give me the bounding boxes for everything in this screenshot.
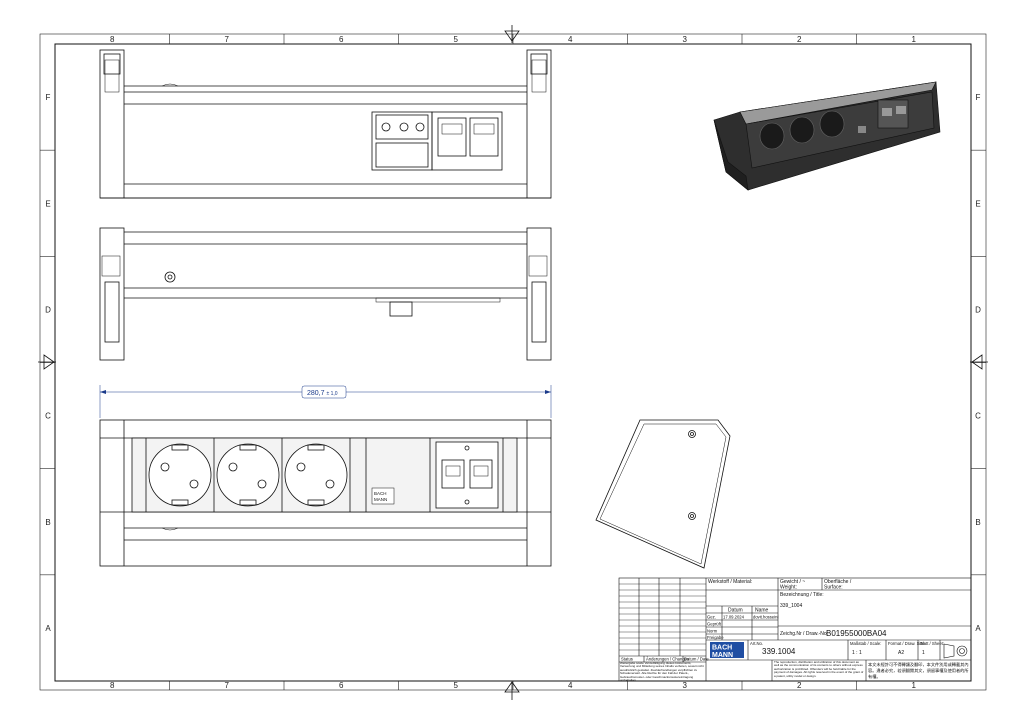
logo-line-2: MANN [712, 652, 733, 659]
grid-row-left-A: A [45, 624, 51, 633]
grid-row-right-A: A [975, 624, 981, 633]
rj45-module [435, 441, 499, 509]
sheet-label: Blatt / Sheet: [920, 641, 944, 646]
article-no-label: Art.No. [750, 641, 763, 646]
weight-label-en: Weight: [780, 585, 797, 591]
grid-column-bottom-3: 3 [683, 681, 688, 690]
grid-column-top-4: 4 [568, 35, 573, 44]
grid-row-left-D: D [45, 305, 51, 314]
grid-column-bottom-2: 2 [797, 681, 802, 690]
status-header: Status [621, 657, 633, 662]
date-header: Datum [728, 608, 743, 614]
surface-label-en: Surface: [824, 585, 843, 591]
side-profile-view [595, 419, 731, 569]
drawing-no-value: B01955000BA04 [826, 629, 887, 638]
isometric-view [713, 81, 941, 191]
designation-value: 339_1004 [780, 603, 802, 609]
bachmann-logo [710, 642, 744, 658]
grid-row-right-E: E [975, 199, 980, 208]
grid-row-right-F: F [976, 93, 981, 102]
drawing-no-label: Zeichg.Nr / Draw.-No: [780, 631, 828, 637]
scale-value: 1 : 1 [852, 650, 862, 656]
grid-row-right-C: C [975, 412, 981, 421]
grid-column-top-6: 6 [339, 35, 344, 44]
title-block [618, 577, 972, 682]
row-norm: Norm [707, 629, 718, 634]
grid-column-bottom-5: 5 [454, 681, 459, 690]
grid-column-top-5: 5 [454, 35, 459, 44]
top-view [99, 49, 552, 199]
grid-row-right-D: D [975, 305, 981, 314]
sheet-value: 1 [922, 650, 925, 656]
date2-header: Datum / Date [684, 657, 709, 662]
grid-column-top-8: 8 [110, 35, 115, 44]
designation-label: Bezeichnung / Title: [780, 592, 824, 598]
grid-row-left-B: B [45, 518, 50, 527]
grid-column-top-2: 2 [797, 35, 802, 44]
article-no-value: 339.1004 [762, 647, 796, 656]
grid-column-top-1: 1 [912, 35, 917, 44]
row-approved: Freigabe [707, 635, 724, 640]
grid-column-bottom-1: 1 [912, 681, 917, 690]
schuko-socket-3 [284, 443, 348, 507]
row-drawn: Gez. [707, 615, 716, 620]
overall-length-dimension: 280,7 ± 1,0 [307, 390, 338, 397]
grid-column-bottom-4: 4 [568, 681, 573, 690]
side-view [99, 227, 552, 361]
projection-symbol-icon [943, 643, 968, 659]
format-label: Format / Draw. Size [888, 641, 925, 646]
disclaimer-en: The reproduction, distribution and utili… [774, 661, 863, 677]
title-block-texts: Werkstoff / Material: Gewicht / ~ Weight… [621, 579, 944, 662]
row-checked: Geprüft [707, 622, 722, 627]
front-view [99, 385, 552, 567]
date-value: 17.09.2024 [723, 615, 745, 620]
format-value: A2 [898, 650, 904, 656]
grid-column-bottom-6: 6 [339, 681, 344, 690]
grid-column-bottom-7: 7 [225, 681, 230, 690]
material-label: Werkstoff / Material: [708, 579, 752, 585]
grid-column-top-3: 3 [683, 35, 688, 44]
grid-column-top-7: 7 [225, 35, 230, 44]
weight-label-de: Gewicht / ~ [780, 579, 805, 585]
surface-label-de: Oberfläche / [824, 579, 852, 585]
grid-row-left-C: C [45, 412, 51, 421]
schuko-socket-1 [148, 443, 212, 507]
disclaimer-de: Weitergabe sowie Vervielfältigung dieses… [620, 662, 704, 681]
grid-column-bottom-8: 8 [110, 681, 115, 690]
name-value: dovit.hosseini [753, 615, 778, 620]
logo-line-1: BACH [712, 645, 732, 652]
grid-row-right-B: B [975, 518, 980, 527]
name-header: Name [755, 608, 769, 614]
disclaimer-zh: 本文未經許可不得轉讓及翻印，本文件別用或轉載其內容。違者必究，若須翻閱其文，須留… [868, 662, 969, 679]
scale-label: Maßstab / Scale: [850, 641, 881, 646]
schuko-socket-2 [216, 443, 280, 507]
grid-row-left-F: F [46, 93, 51, 102]
grid-row-left-E: E [45, 199, 50, 208]
changes-header: Änderungen / Changes [646, 657, 689, 662]
center-marks [38, 25, 988, 700]
